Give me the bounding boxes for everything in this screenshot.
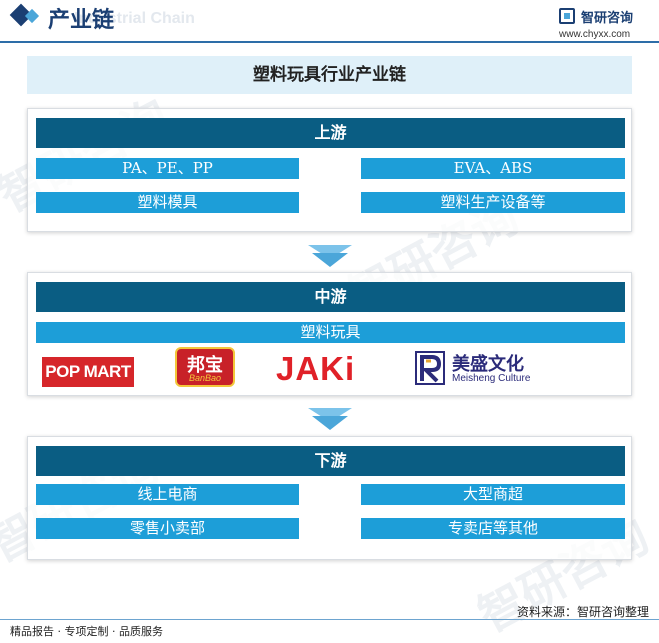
logo-url: www.chyxx.com xyxy=(559,29,631,40)
jaki-logo: JAKi xyxy=(276,350,356,387)
chart-title: 塑料玩具行业产业链 xyxy=(27,56,632,94)
footer-divider xyxy=(0,619,659,620)
upstream-item: 塑料生产设备等 xyxy=(361,192,625,213)
page-header: Industrial Chain 产业链 智研咨询 www.chyxx.com xyxy=(0,0,659,44)
meisheng-logo: 美盛文化 Meisheng Culture xyxy=(415,350,575,388)
downstream-section: 下游 线上电商 大型商超 零售小卖部 专卖店等其他 xyxy=(27,436,632,560)
midstream-heading: 中游 xyxy=(36,282,625,312)
meisheng-logo-en: Meisheng Culture xyxy=(452,373,531,384)
upstream-section: 上游 PA、PE、PP EVA、ABS 塑料模具 塑料生产设备等 xyxy=(27,108,632,232)
downstream-item: 零售小卖部 xyxy=(36,518,299,539)
popmart-logo: POP MART xyxy=(42,357,134,387)
banbao-logo: 邦宝 BanBao xyxy=(175,347,235,387)
upstream-item: 塑料模具 xyxy=(36,192,299,213)
down-arrow-icon xyxy=(308,245,352,267)
banbao-logo-cn: 邦宝 xyxy=(187,355,223,376)
header-ghost-text: Industrial Chain xyxy=(74,10,195,27)
header-divider xyxy=(0,41,659,43)
upstream-item: EVA、ABS xyxy=(361,158,625,179)
source-note: 资料来源：智研咨询整理 xyxy=(516,605,649,619)
upstream-heading: 上游 xyxy=(36,118,625,148)
midstream-product: 塑料玩具 xyxy=(36,322,625,343)
meisheng-logo-cn: 美盛文化 xyxy=(452,354,524,375)
logo-name: 智研咨询 xyxy=(581,11,634,26)
meisheng-emblem-icon xyxy=(415,351,445,385)
upstream-item: PA、PE、PP xyxy=(36,158,299,179)
company-logo: 智研咨询 www.chyxx.com xyxy=(559,8,649,40)
downstream-heading: 下游 xyxy=(36,446,625,476)
downstream-item: 专卖店等其他 xyxy=(361,518,625,539)
downstream-item: 大型商超 xyxy=(361,484,625,505)
midstream-section: 中游 塑料玩具 xyxy=(27,272,632,396)
down-arrow-icon xyxy=(308,408,352,430)
banbao-logo-en: BanBao xyxy=(188,373,222,383)
downstream-item: 线上电商 xyxy=(36,484,299,505)
logo-icon xyxy=(559,8,575,24)
footer-tagline: 精品报告 · 专项定制 · 品质服务 xyxy=(10,625,163,638)
page-title: 产业链 xyxy=(48,8,115,33)
page-footer: 资料来源：智研咨询整理 精品报告 · 专项定制 · 品质服务 xyxy=(0,603,659,643)
